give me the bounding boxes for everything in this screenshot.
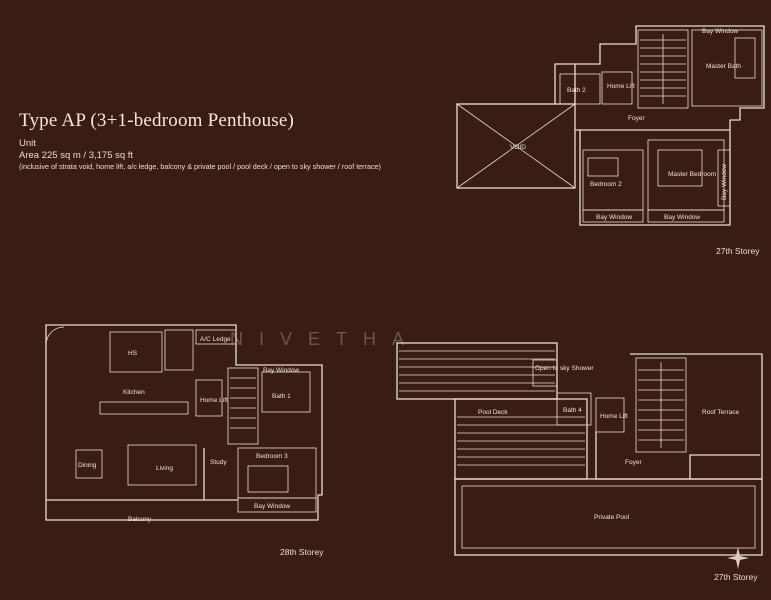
room-label: Roof Terrace [702,409,739,416]
room-label: A/C Ledge [200,336,231,343]
room-label: Bay Window [664,214,700,221]
room-label: Pool Deck [478,409,508,416]
watermark-text: NIVETHA [230,329,421,349]
plan-27th-lower: Pool Deck Open to sky Shower Bath 4 Home… [396,342,763,556]
storey-label-28: 28th Storey [280,547,324,557]
room-label: Bedroom 3 [256,453,288,460]
room-label: Kitchen [123,389,145,396]
inclusive-note: (inclusive of strata void, home lift, a/… [19,162,381,171]
unit-meta: Unit Area 225 sq m / 3,175 sq ft (inclus… [19,138,381,172]
room-label: Private Pool [594,514,630,521]
room-label: Bath 1 [272,393,291,400]
room-label: Bath 2 [567,87,586,94]
storey-label-27-lower: 27th Storey [714,572,758,582]
room-label: Bay Window [254,503,290,510]
room-label: Home Lift [607,83,635,90]
room-label: VOID [510,144,526,151]
room-label: Home Lift [200,397,228,404]
storey-label-27-upper: 27th Storey [716,246,760,256]
room-label: Master Bedroom [668,171,716,178]
room-label: Bay Window [702,28,738,35]
room-label: Master Bath [706,63,741,70]
room-label: Home Lift [600,413,628,420]
void-area [456,103,576,189]
unit-type-title: Type AP (3+1-bedroom Penthouse) [19,110,295,131]
room-label: Bedroom 2 [590,181,622,188]
room-label: Foyer [628,115,645,122]
room-label: Bay Window [721,164,728,200]
area-text: Area 225 sq m / 3,175 sq ft [19,150,134,161]
sparkle-icon [727,547,749,569]
room-label: Study [210,459,227,466]
room-label: Dining [78,462,97,469]
room-label: HS [128,350,138,357]
plan-28th: HS A/C Ledge Kitchen Home Lift Bay Windo… [45,324,323,523]
unit-label: Unit [19,138,36,149]
room-label: Balcony [128,516,152,523]
room-label: Bay Window [596,214,632,221]
room-label: Open to sky Shower [535,365,594,372]
plan-27th-upper: VOID Bath 2 Home Lift Bay Window Master … [456,25,765,226]
room-label: Living [156,465,173,472]
room-label: Bay Window [263,367,299,374]
room-label: Foyer [625,459,642,466]
room-label: Bath 4 [563,407,582,414]
